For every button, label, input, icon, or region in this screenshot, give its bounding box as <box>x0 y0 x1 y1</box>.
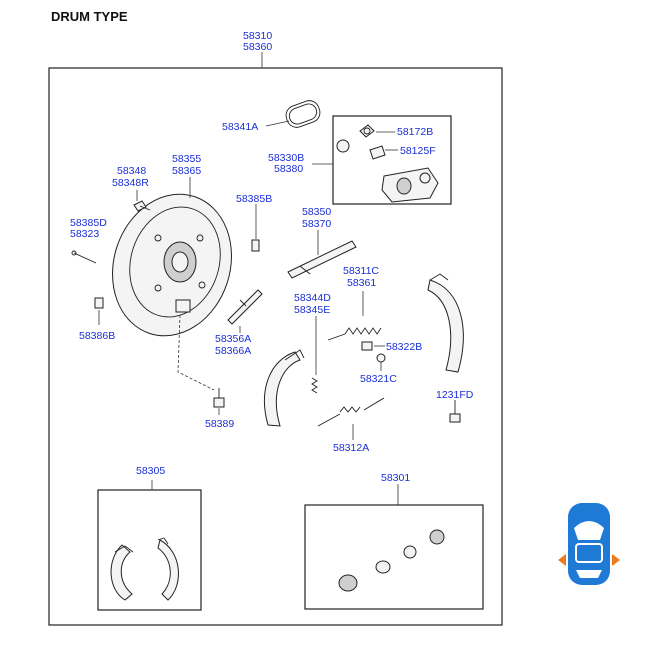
adjuster-strut-part[interactable] <box>287 240 357 279</box>
cylinder-kit-frame <box>304 504 484 610</box>
label-58321C[interactable]: 58321C <box>360 373 397 385</box>
upper-return-spring-part[interactable] <box>327 327 382 341</box>
label-58125F[interactable]: 58125F <box>400 145 436 157</box>
label-58348[interactable]: 58348 <box>117 165 146 177</box>
label-58322B[interactable]: 58322B <box>386 341 422 353</box>
car-top-view-rear-wheels-icon <box>558 503 620 585</box>
label-58341A[interactable]: 58341A <box>222 121 258 133</box>
label-58386B[interactable]: 58386B <box>79 330 115 342</box>
label-58380[interactable]: 58380 <box>274 163 303 175</box>
label-58356A[interactable]: 58356A <box>215 333 251 345</box>
label-58172B[interactable]: 58172B <box>397 126 433 138</box>
label-58330B[interactable]: 58330B <box>268 152 304 164</box>
backing-plate-part[interactable] <box>95 179 250 352</box>
wheel-cylinder-frame <box>332 115 452 205</box>
label-58350[interactable]: 58350 <box>302 206 331 218</box>
wheel-cylinder-part[interactable] <box>336 139 439 203</box>
lower-return-spring-part[interactable] <box>317 397 385 427</box>
label-1231FD[interactable]: 1231FD <box>436 389 474 401</box>
seal-ring-part[interactable] <box>283 98 322 130</box>
pin-58321C-part[interactable] <box>376 353 386 363</box>
cylinder-kit-parts[interactable] <box>338 529 445 592</box>
label-58385D[interactable]: 58385D <box>70 217 107 229</box>
bolt-58389-part[interactable] <box>213 388 225 408</box>
label-58345E[interactable]: 58345E <box>294 304 330 316</box>
label-58301[interactable]: 58301 <box>381 472 410 484</box>
label-58348R[interactable]: 58348R <box>112 177 149 189</box>
label-58311C[interactable]: 58311C <box>343 265 379 277</box>
main-assembly-frame <box>48 67 503 626</box>
label-58389[interactable]: 58389 <box>205 418 234 430</box>
bolt-1231FD-part[interactable] <box>449 400 461 423</box>
label-58323[interactable]: 58323 <box>70 228 99 240</box>
label-58370[interactable]: 58370 <box>302 218 331 230</box>
diagram-title: DRUM TYPE <box>51 9 128 24</box>
label-58361[interactable]: 58361 <box>347 277 376 289</box>
label-58310[interactable]: 58310 <box>243 30 272 42</box>
label-58312A[interactable]: 58312A <box>333 442 369 454</box>
label-58385B[interactable]: 58385B <box>236 193 272 205</box>
adjuster-spring-part[interactable] <box>311 377 318 394</box>
pin-58385B-part[interactable] <box>251 239 260 252</box>
bleeder-screw-part[interactable] <box>359 124 375 138</box>
shoe-kit-right-part[interactable] <box>157 537 179 601</box>
label-58365[interactable]: 58365 <box>172 165 201 177</box>
label-58355[interactable]: 58355 <box>172 153 201 165</box>
label-58360[interactable]: 58360 <box>243 41 272 53</box>
brake-shoe-right-part[interactable] <box>427 273 464 373</box>
label-58344D[interactable]: 58344D <box>294 292 331 304</box>
shoe-kit-left-part[interactable] <box>110 544 134 601</box>
hold-down-pin-part[interactable] <box>71 250 97 264</box>
parking-lever-part[interactable] <box>227 289 263 325</box>
bolt-58348-part[interactable] <box>133 200 151 212</box>
shoe-kit-frame <box>97 489 202 611</box>
plug-58386B-part[interactable] <box>94 297 104 309</box>
label-58366A[interactable]: 58366A <box>215 345 251 357</box>
label-58305[interactable]: 58305 <box>136 465 165 477</box>
brake-shoe-left-part[interactable] <box>264 349 305 427</box>
bleeder-cap-part[interactable] <box>369 145 386 160</box>
retainer-58322B-part[interactable] <box>361 341 373 351</box>
